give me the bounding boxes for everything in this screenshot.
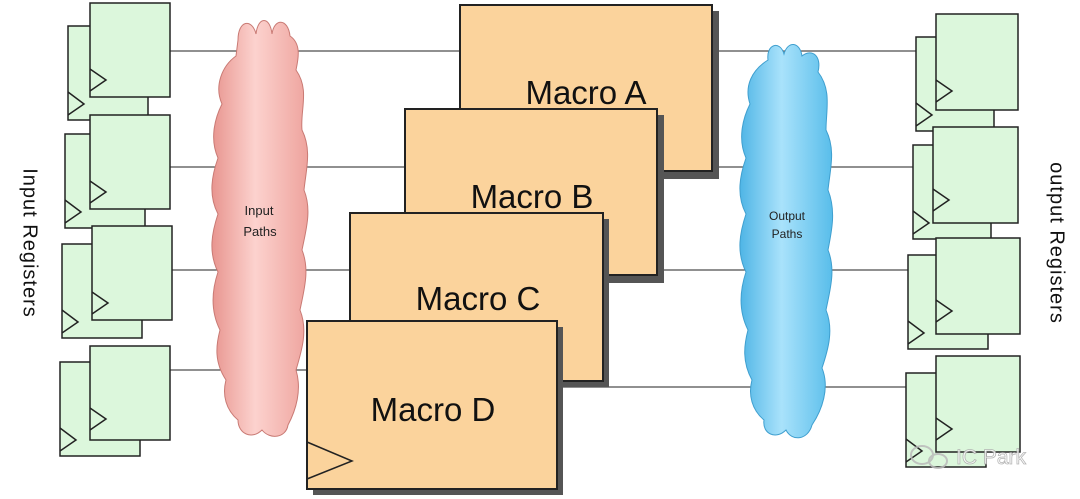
output-registers-label: output Registers [1045, 162, 1068, 324]
output-register-1 [915, 13, 1019, 132]
output-register-3 [907, 237, 1021, 350]
output-register-2 [912, 126, 1019, 240]
input-paths-label-line1: Input [245, 203, 274, 218]
macro-b-label: Macro B [471, 178, 594, 215]
input-registers [59, 2, 173, 457]
macro-d: Macro D [306, 320, 563, 495]
macro-d-clock-icon [306, 441, 354, 480]
input-paths-cloud: Input Paths [211, 20, 309, 437]
output-registers [905, 13, 1021, 468]
input-register-1 [67, 2, 171, 121]
input-register-4 [59, 345, 171, 457]
watermark: IC Park [910, 445, 1027, 469]
output-paths-cloud: Output Paths [739, 44, 834, 439]
input-register-2 [64, 114, 171, 229]
wechat-icon [910, 445, 948, 469]
input-paths-label-line2: Paths [243, 224, 277, 239]
watermark-text: IC Park [956, 446, 1027, 469]
macro-c-label: Macro C [416, 280, 541, 317]
macro-d-label: Macro D [371, 391, 496, 428]
output-register-4 [905, 355, 1021, 468]
macro-a-label: Macro A [525, 74, 646, 111]
input-register-3 [61, 225, 173, 339]
output-paths-label-line1: Output [769, 209, 806, 223]
input-registers-label: Input Registers [18, 168, 41, 318]
output-paths-label-line2: Paths [772, 227, 803, 241]
